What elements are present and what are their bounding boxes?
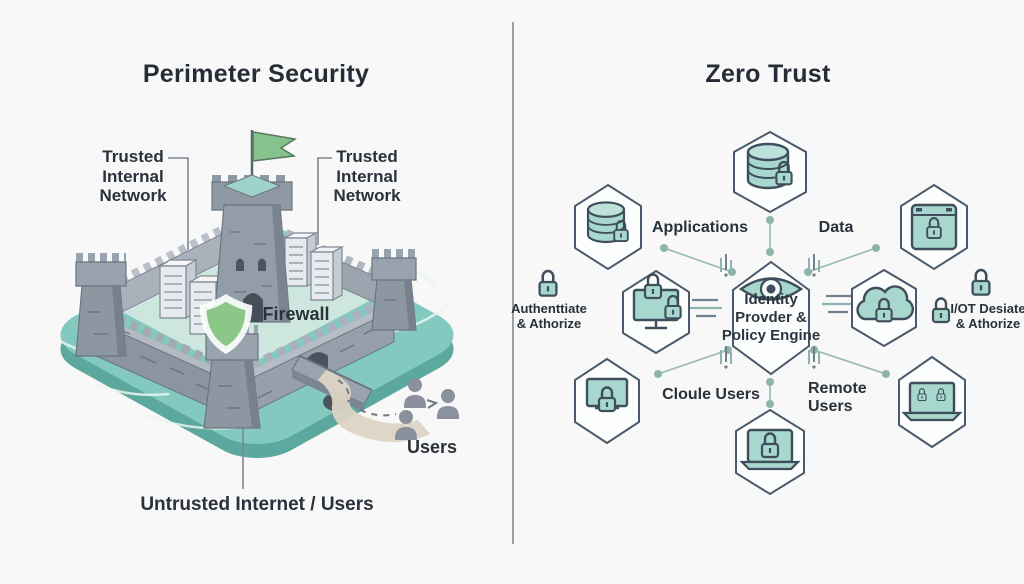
- monitor-lock-icon: [585, 377, 629, 413]
- label-data: Data: [818, 219, 854, 236]
- label-line: Trusted: [336, 147, 398, 166]
- label-line: Trusted: [102, 147, 164, 166]
- shield-icon: [199, 294, 253, 354]
- leader-lines: [168, 157, 332, 489]
- flag-icon: [252, 131, 298, 162]
- data-lines-decor: [820, 294, 858, 314]
- label-trusted-internal-left: Trusted Internal Network: [70, 147, 196, 206]
- sand-path: [318, 370, 430, 443]
- right-panel-title: Zero Trust: [705, 60, 831, 88]
- laptop-lock-icon: [739, 428, 801, 471]
- corner-tower-right: [371, 249, 417, 331]
- corner-tower-left: [75, 253, 127, 357]
- label-identity-provider: Identity Provder & Policy Engine: [721, 291, 821, 345]
- label-trusted-internal-right: Trusted Internal Network: [304, 147, 430, 206]
- app-window-lock-icon: [910, 203, 958, 251]
- label-firewall: Firewall: [262, 304, 330, 324]
- leader-trusted-left: [168, 157, 189, 250]
- left-panel-title: Perimeter Security: [142, 60, 370, 88]
- cloud-lock-icon: [856, 285, 914, 323]
- label-line: Users: [808, 398, 853, 416]
- label-line: Provder &: [735, 309, 807, 326]
- perimeter-security-panel: Perimeter Security: [60, 60, 459, 515]
- label-applications: Applications: [651, 219, 748, 236]
- label-line: Network: [99, 186, 167, 206]
- label-remote-users: Remote Users: [808, 380, 878, 417]
- label-iot-device: I/OT Desiate & Athorize: [949, 301, 1024, 332]
- label-line: Identity: [744, 291, 798, 308]
- dashed-trail: [337, 379, 397, 417]
- label-line: Internal: [102, 166, 164, 186]
- data-lines-decor: [686, 298, 724, 318]
- server-rack-icon: [308, 245, 345, 302]
- castle-illustration: [60, 130, 459, 489]
- laptop-settings-icon: [901, 381, 963, 422]
- label-line: Authenttiate: [511, 301, 587, 316]
- label-line: Internal: [336, 166, 398, 186]
- arrow-icon: [426, 399, 439, 409]
- label-line: & Athorize: [955, 315, 1021, 331]
- label-users: Users: [406, 437, 458, 457]
- label-line: Network: [333, 186, 401, 206]
- users-icon: [395, 378, 459, 440]
- zero-trust-panel: Zero Trust: [511, 0, 1024, 584]
- padlock-icon: [931, 297, 951, 324]
- central-keep: [211, 130, 298, 323]
- label-line: I/OT Desiate: [950, 301, 1024, 316]
- label-line: & Athorize: [516, 315, 582, 331]
- eye-icon: [738, 277, 804, 301]
- label-untrusted-internet: Untrusted Internet / Users: [140, 494, 374, 515]
- database-lock-icon: [746, 142, 793, 190]
- panel-divider: [512, 22, 514, 544]
- connector-dots: [654, 216, 890, 408]
- label-line: Remote: [808, 380, 867, 397]
- label-authenticate: Authenttiate & Athorize: [507, 301, 591, 332]
- zero-trust-diagram: [538, 130, 991, 496]
- label-cloud-users: Cloule Users: [662, 386, 760, 403]
- padlock-icon: [538, 269, 558, 297]
- leader-trusted-right: [317, 157, 332, 245]
- label-line: Policy Engine: [721, 327, 821, 344]
- padlock-icon: [971, 268, 991, 296]
- database-lock-icon: [586, 201, 629, 244]
